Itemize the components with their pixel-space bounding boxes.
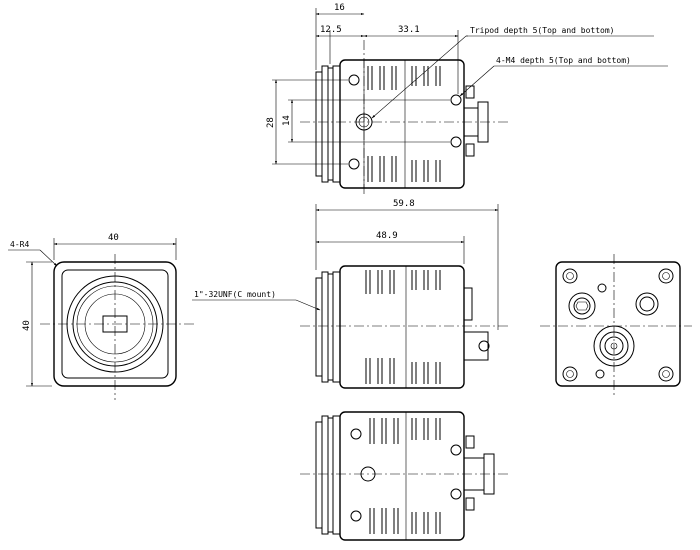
rear-view (540, 254, 692, 396)
top-view (272, 8, 668, 196)
dim-33-1: 33.1 (398, 25, 420, 35)
note-tripod: Tripod depth 5(Top and bottom) (470, 26, 615, 35)
dim-48-9: 48.9 (376, 231, 398, 241)
dim-14: 14 (282, 115, 292, 126)
dim-16: 16 (334, 3, 345, 13)
dim-59-8: 59.8 (393, 199, 415, 209)
side-view (192, 204, 510, 389)
note-radius: 4-R4 (10, 240, 29, 249)
bottom-view (300, 411, 510, 541)
dim-front-height-40: 40 (22, 320, 32, 331)
front-view (8, 238, 194, 400)
dim-front-width-40: 40 (108, 233, 119, 243)
note-c-mount: 1"-32UNF(C mount) (194, 290, 276, 299)
dim-28: 28 (266, 117, 276, 128)
note-m4: 4-M4 depth 5(Top and bottom) (496, 56, 631, 65)
dim-12-5: 12.5 (320, 25, 342, 35)
